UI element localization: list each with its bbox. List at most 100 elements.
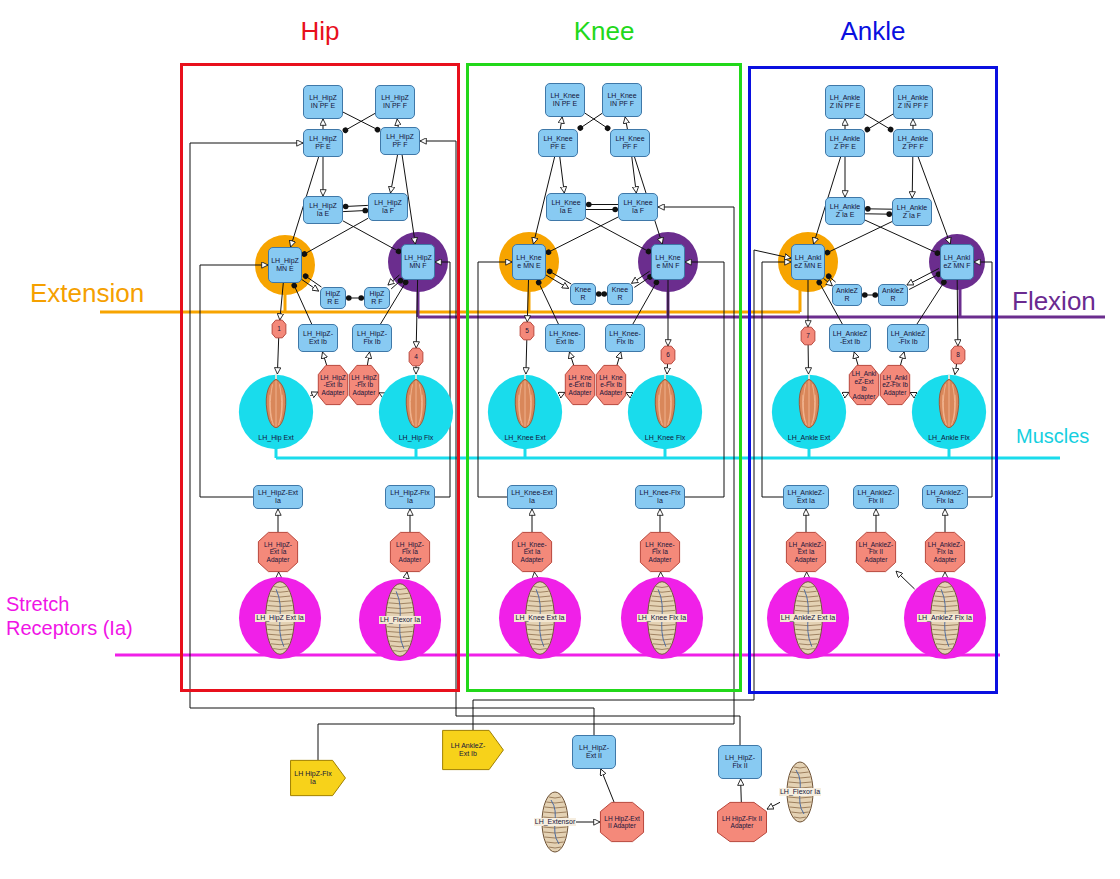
muscle-circle: LH_Ankle Flx: [911, 374, 987, 450]
excitatory-connector: [559, 392, 565, 395]
node-label: LH_Flexor Ia: [779, 788, 821, 796]
excitatory-connector: [901, 352, 905, 365]
node-label: LH_HipZ MN F: [404, 254, 432, 270]
neuron-box: LH_HipZ PF F: [380, 127, 420, 155]
excitatory-connector: [601, 769, 614, 802]
excitatory-connector: [545, 274, 569, 288]
adapter-octagon: LH_AnkleZ-Ext Ia Adapter: [786, 532, 826, 572]
link-pentagon: LH HipZ-Flx Ia: [290, 760, 346, 796]
node-label: LH_Knee Ia E: [549, 199, 583, 215]
excitatory-connector: [945, 509, 946, 532]
pentagon-fill: [443, 730, 504, 769]
neuron-box: LH_AnkleZ Ia E: [825, 197, 865, 225]
inhibitory-connector: [538, 280, 559, 324]
node-label: LH_Knee PF F: [613, 135, 647, 151]
neuron-box: LH_HipZ Ia F: [368, 193, 408, 221]
neuron-box: LH_AnkleZ-Flx II: [853, 485, 899, 509]
excitatory-connector: [278, 509, 279, 532]
excitatory-connector: [968, 262, 992, 497]
pentagon-outline: [290, 760, 346, 796]
neuron-box: LH_AnkleZ-Ext Ib: [829, 324, 871, 352]
node-label: LH_AnkleZ Ia E: [828, 203, 862, 219]
excitatory-connector: [845, 157, 846, 197]
excitatory-connector: [912, 157, 914, 198]
muscle-fibres: [270, 381, 283, 427]
node-label: LH_AnkleZ-Ext Ib: [832, 330, 868, 346]
inhibitory-connector: [634, 275, 652, 287]
node-label: LH HipZ-Ext II Adapter: [602, 815, 642, 830]
stretch-receptor-circle: LH_Knee Flx Ia: [620, 576, 704, 660]
excitatory-connector: [626, 393, 631, 396]
joint-region: KneeLH_Knee IN PF ELH_Knee IN PF FLH_Kne…: [466, 10, 742, 692]
node-label: LH_AnkleZ-Flx Ia: [925, 489, 965, 505]
node-label: LH_AnkleZ PF E: [828, 135, 862, 151]
octagon-fill: [318, 365, 347, 404]
neuron-box: LH_HipZ-Ext Ib: [298, 324, 338, 352]
receptor-disc: [499, 577, 581, 659]
node-label: LH_Knee-Flx Ib: [608, 330, 642, 346]
neuron-box: LH_HipZ-Flx Ib: [352, 324, 392, 352]
neuron-box: LH_AnkleZ-Flx Ib: [887, 324, 929, 352]
node-label: LH_AnkleZ Ia F: [895, 204, 929, 220]
excitatory-connector: [416, 280, 417, 348]
node-label: LH_Ankle Ext: [777, 434, 841, 442]
muscle-body: [655, 379, 675, 427]
adapter-octagon: LH_HipZ-Ext Ib Adapter: [318, 365, 348, 405]
octagon-fill: [596, 365, 625, 404]
neuron-box: LH_Knee Ia E: [546, 193, 586, 221]
adapter-octagon: LH_AnkleZ-Flx Ia Adapter: [925, 532, 965, 572]
neuron-box: LH_HipZ-Ext II: [572, 735, 616, 769]
side-label: Flexion: [1012, 286, 1096, 317]
excitatory-connector: [668, 280, 669, 346]
excitatory-connector: [660, 572, 661, 576]
octagon-fill: [272, 320, 286, 338]
neuron-box: LH_Knee IN PF E: [545, 83, 585, 117]
stretch-receptor-circle: LH_Flexor Ia: [358, 578, 442, 662]
stretch-receptor-image: LH_Extensor: [535, 790, 575, 854]
muscle-fibres: [943, 381, 956, 427]
muscle-body: [515, 379, 535, 427]
octagon-fill: [349, 365, 378, 404]
adapter-octagon: 4: [409, 348, 423, 366]
node-label: 8: [956, 351, 960, 359]
node-label: LH_HipZ IN PF F: [378, 94, 412, 110]
node-label: LH_Knee Flx Ia: [637, 614, 687, 622]
neuron-box: LH_HipZ MN F: [401, 244, 435, 280]
excitatory-connector: [685, 262, 724, 497]
inhibitory-connector: [827, 275, 836, 283]
excitatory-connector: [323, 157, 324, 196]
excitatory-connector: [410, 509, 411, 532]
neuron-box: LH_AnkleZ-Ext Ia: [783, 485, 829, 509]
excitatory-connector: [560, 157, 565, 193]
node-label: LH_AnkleZ MN F: [943, 254, 971, 270]
node-label: LH_Extensor: [534, 818, 576, 826]
receptor-disc: [621, 577, 703, 659]
node-label: LH_HipZ MN E: [271, 257, 299, 273]
neuron-box: LH_Knee MN F: [651, 244, 685, 280]
node-label: LH_Knee IN PF E: [548, 92, 582, 108]
excitatory-connector: [397, 119, 398, 127]
inhibitory-connector: [825, 222, 892, 254]
excitatory-connector: [767, 802, 780, 809]
adapter-octagon: LH_AnkleZ-Flx Ib Adapter: [880, 365, 910, 405]
neuron-box: LH_Knee PF F: [610, 129, 650, 157]
octagon-fill: [880, 365, 909, 404]
receptor-disc: [904, 577, 986, 659]
inhibitory-connector: [586, 218, 651, 253]
neuron-box: LH_HipZ-Ext Ia: [253, 485, 303, 509]
octagon-fill: [925, 532, 964, 571]
node-label: LH_Knee MN E: [515, 254, 543, 270]
neuron-box: LH_HipZ-Flx II: [718, 745, 762, 779]
excitatory-connector: [435, 262, 450, 497]
excitatory-connector: [845, 119, 846, 129]
node-label: LH_Knee-Ext Ib Adapter: [567, 374, 593, 397]
node-label: 5: [525, 327, 529, 335]
neuron-box: LH_Knee-Flx Ia: [635, 485, 685, 509]
stretch-receptor-circle: LH_Knee Ext Ia: [498, 576, 582, 660]
inhibitory-connector: [865, 208, 892, 209]
neuron-box: LH_Knee Ia F: [618, 193, 658, 221]
muscle-body: [266, 379, 286, 427]
node-label: LH_AnkleZ-Flx Ib: [890, 330, 926, 346]
excitatory-connector: [843, 392, 849, 395]
receptor-disc: [239, 577, 321, 659]
